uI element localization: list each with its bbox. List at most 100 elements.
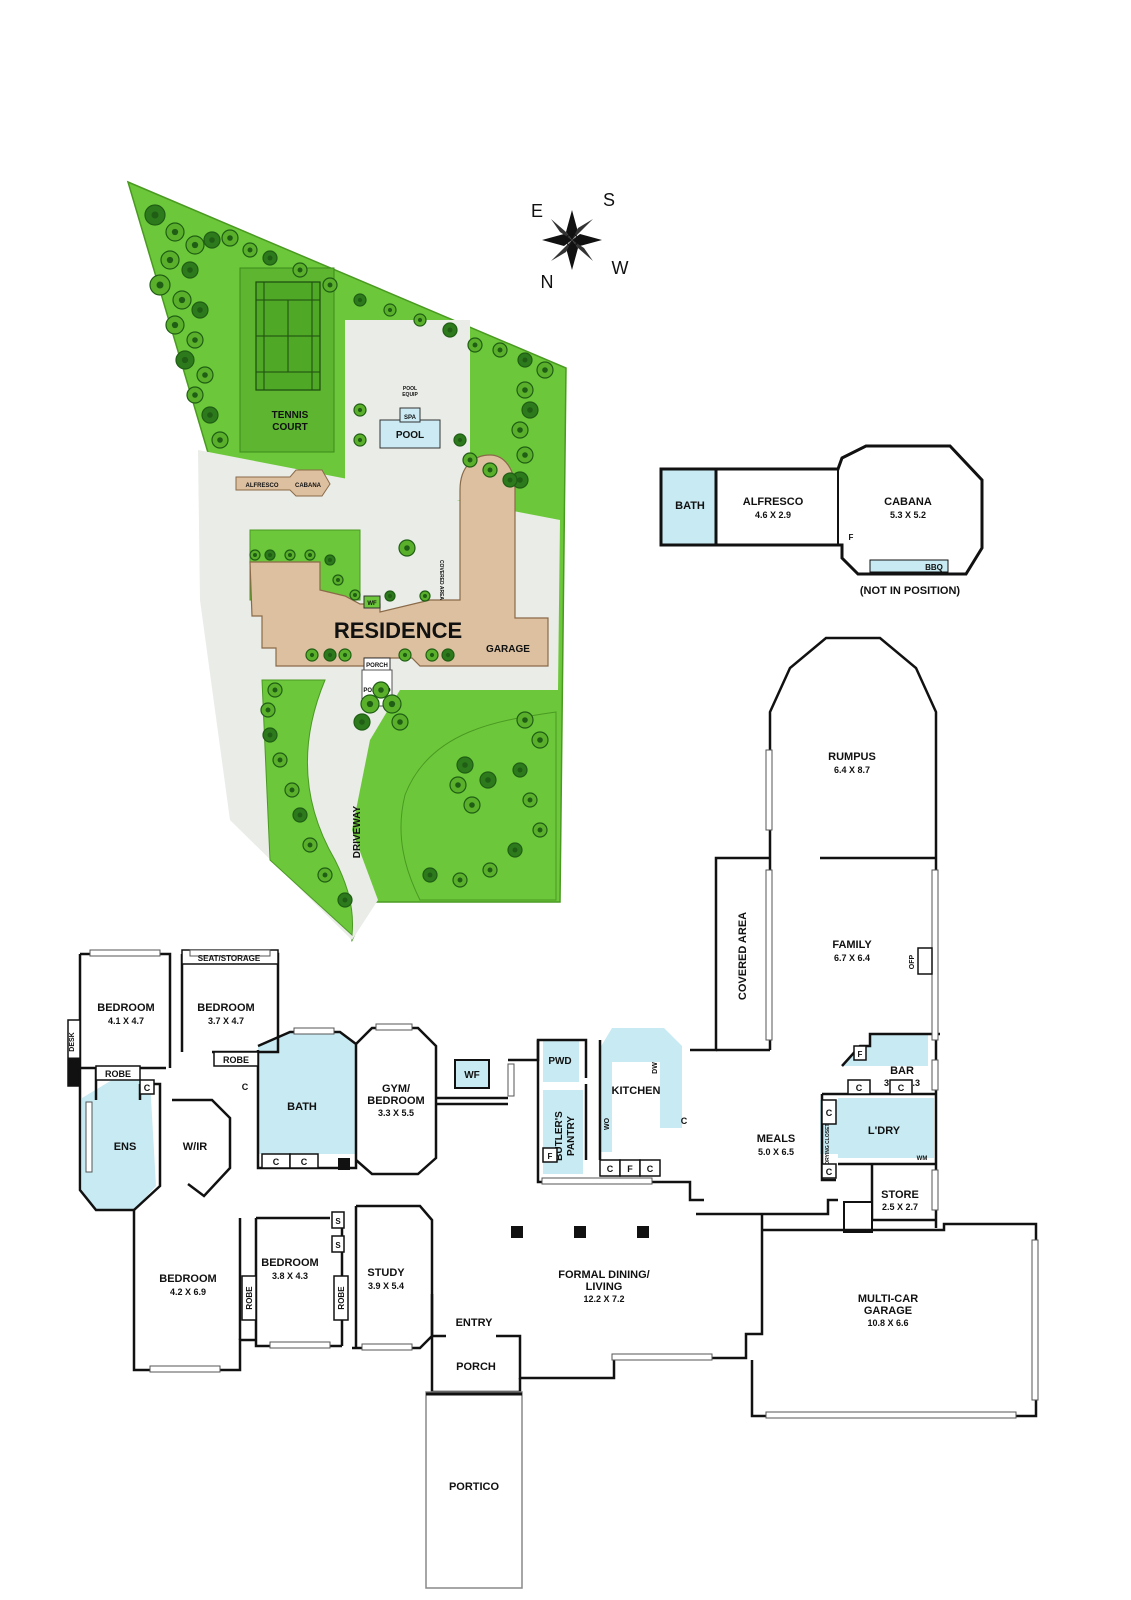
tree-centre [171, 228, 179, 236]
tree-centre [328, 558, 332, 562]
store-dim: 2.5 X 2.7 [882, 1202, 918, 1212]
meals-name: MEALS [757, 1133, 796, 1145]
tree-centre [191, 241, 199, 249]
tree-centre [357, 297, 363, 303]
robe3-label: ROBE [245, 1286, 254, 1310]
tree-centre [342, 897, 348, 903]
ldry-label: L'DRY [868, 1125, 901, 1137]
tree-centre [336, 578, 340, 582]
garage-name: MULTI-CAR [858, 1293, 918, 1305]
tree-centre [397, 719, 403, 725]
tree-centre [527, 407, 533, 413]
tree-centre [387, 307, 393, 313]
tree-centre [517, 427, 523, 433]
pool-equip-label-1: POOL [403, 386, 417, 392]
cup-c-5: C [647, 1164, 654, 1174]
study-name: STUDY [367, 1267, 405, 1279]
tree-centre [197, 307, 203, 313]
cabana-alfresco-label: ALFRESCO [743, 496, 804, 508]
tennis-court-label-1: TENNIS [272, 410, 309, 421]
cup-c-7: C [898, 1083, 905, 1093]
floor-wet-areas [82, 1028, 934, 1210]
tree-centre [366, 700, 374, 708]
tree-centre [507, 477, 513, 483]
tree-centre [402, 652, 408, 658]
family-dim: 6.7 X 6.4 [834, 953, 870, 963]
tree-centre [166, 256, 174, 264]
bedroom1-name: BEDROOM [97, 1002, 154, 1014]
tree-centre [427, 872, 433, 878]
tree-centre [151, 211, 159, 219]
cupboard-labels: C C C C F C C C C C F F S S C C [144, 1050, 905, 1250]
seat-storage-label: SEAT/STORAGE [198, 954, 261, 963]
tree-centre [517, 477, 523, 483]
cabana-plan [659, 444, 984, 576]
tree-centre [469, 802, 475, 808]
site-alfresco-cabana [235, 469, 331, 497]
tree-centre [485, 777, 491, 783]
pwd-label: PWD [548, 1056, 571, 1067]
bedroom4-name: BEDROOM [261, 1257, 318, 1269]
tree-centre [517, 767, 523, 773]
cup-c-1: C [144, 1083, 151, 1093]
desk-label: DESK [69, 1032, 76, 1051]
cup-s-1: S [335, 1217, 341, 1226]
tree-centre [267, 255, 273, 261]
compass-s: S [603, 190, 615, 210]
site-plan: TENNIS COURT POOL SPA POOL EQUIP ALFRESC… [126, 180, 567, 943]
tree-centre [447, 327, 453, 333]
tree-centre [522, 357, 528, 363]
tree-centre [178, 296, 186, 304]
tree-centre [522, 452, 528, 458]
wir-label: W/IR [183, 1141, 207, 1153]
bath-label: BATH [287, 1101, 317, 1113]
gym-dim: 3.3 X 5.5 [378, 1108, 414, 1118]
tree-centre [307, 842, 313, 848]
tree-centre [268, 553, 272, 557]
wf-label: WF [464, 1070, 480, 1081]
tree-centre [297, 812, 303, 818]
tree-centre [388, 700, 396, 708]
pool [379, 419, 441, 449]
covered-area-label: COVERED AREA [737, 912, 749, 1000]
tree-centre [289, 787, 295, 793]
tree-centre [207, 412, 213, 418]
cabana-bath-label: BATH [675, 500, 705, 512]
cabana-bbq-label: BBQ [925, 563, 943, 572]
site-alfresco-label: ALFRESCO [246, 483, 279, 489]
tree-centre [357, 437, 363, 443]
porch-label: PORCH [456, 1361, 496, 1373]
tree-centre [388, 594, 392, 598]
tree-centre [267, 732, 273, 738]
butlers-pantry-1: BUTLER'S [554, 1111, 565, 1161]
cabana-cabana-dim: 5.3 X 5.2 [890, 510, 926, 520]
site-wf-box [363, 595, 381, 609]
portico-label: PORTICO [449, 1481, 500, 1493]
cabana-walls [716, 444, 984, 576]
cup-f-1: F [627, 1164, 633, 1174]
tree-centre [209, 237, 215, 243]
tree-centre [297, 267, 303, 273]
robe4-label: ROBE [337, 1286, 346, 1310]
tree-centre [217, 437, 223, 443]
floor-windows [85, 749, 1039, 1419]
site-cabana-label: CABANA [295, 483, 322, 489]
tree-centre [192, 392, 198, 398]
cup-c-2: C [273, 1157, 280, 1167]
tree-centre [353, 593, 357, 597]
tree-centre [181, 356, 189, 364]
tree-centre [497, 347, 503, 353]
compass-e: E [531, 201, 543, 221]
bedroom2-dim: 3.7 X 4.7 [208, 1016, 244, 1026]
tree-centre [527, 797, 533, 803]
tree-centre [253, 553, 257, 557]
tennis-court-label-2: COURT [272, 422, 308, 433]
site-covered-area-label: COVERED AREA [438, 560, 444, 600]
compass-w: W [612, 258, 629, 278]
cup-c-10: C [242, 1082, 249, 1092]
tree-centre [156, 281, 164, 289]
tree-centre [227, 235, 233, 241]
tree-centre [445, 652, 451, 658]
bedroom1-dim: 4.1 X 4.7 [108, 1016, 144, 1026]
